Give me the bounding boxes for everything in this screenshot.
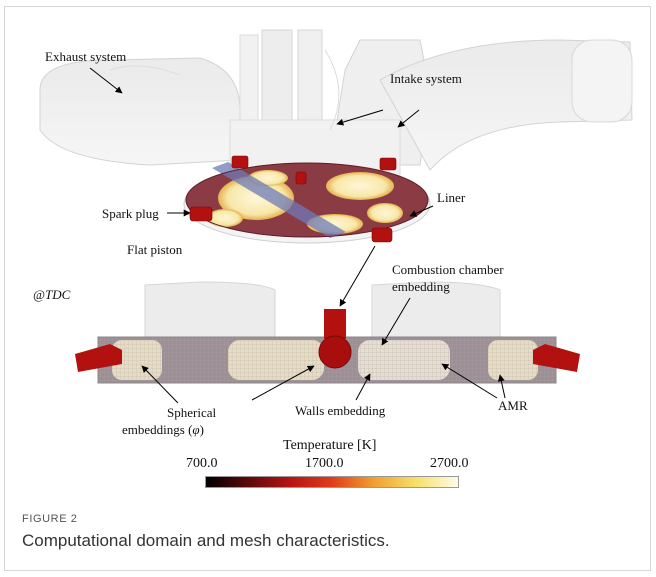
label-combustion-chamber-line2: embedding: [392, 279, 450, 295]
label-liner: Liner: [437, 190, 465, 206]
colorbar-tick-min: 700.0: [186, 456, 218, 472]
colorbar-tick-max: 2700.0: [430, 456, 469, 472]
label-amr: AMR: [498, 398, 528, 414]
colorbar-gradient: [205, 476, 459, 488]
colorbar-tick-mid: 1700.0: [305, 456, 344, 472]
label-combustion-chamber-line1: Combustion chamber: [392, 262, 504, 278]
label-spherical-line2: embeddings (φ): [122, 422, 204, 438]
phi-symbol: φ: [192, 422, 199, 437]
label-spherical-close: ): [200, 422, 204, 437]
combustion-disk: [184, 162, 430, 243]
label-intake-system: Intake system: [390, 71, 462, 87]
colorbar-title: Temperature [K]: [283, 438, 376, 454]
label-walls-embedding: Walls embedding: [295, 403, 385, 419]
figure-caption: Computational domain and mesh characteri…: [22, 531, 390, 551]
label-spherical-line1: Spherical: [167, 405, 216, 421]
ports-top: [40, 30, 632, 180]
section-view: [75, 282, 580, 383]
label-spark-plug: Spark plug: [102, 206, 159, 222]
label-spherical-text: embeddings (: [122, 422, 192, 437]
label-exhaust-system: Exhaust system: [45, 49, 126, 65]
figure-label: FIGURE 2: [22, 513, 78, 525]
label-tdc: @TDC: [33, 287, 70, 303]
label-flat-piston: Flat piston: [127, 242, 182, 258]
